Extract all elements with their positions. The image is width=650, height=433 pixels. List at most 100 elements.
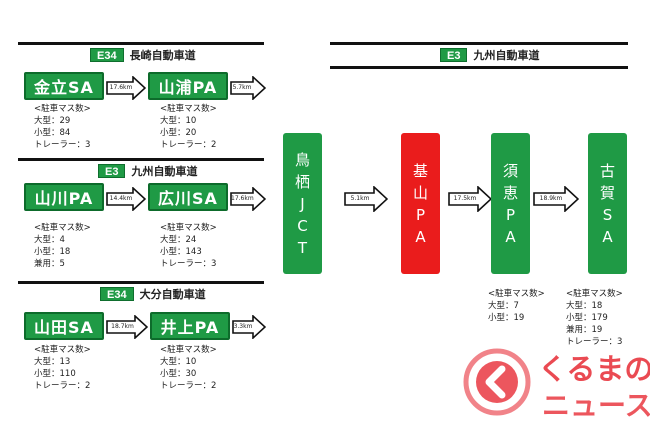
- info-line: 小型：20: [160, 128, 197, 138]
- sign-char: 基: [412, 161, 428, 180]
- route-code: E3: [98, 164, 126, 178]
- route-code: E34: [100, 287, 134, 301]
- info-line: 兼用：5: [34, 259, 65, 269]
- info-line: トレーラー：3: [34, 140, 91, 150]
- info-line: 小型：179: [566, 313, 608, 323]
- route-name: 九州自動車道: [473, 49, 540, 62]
- distance-label: 17.5km: [453, 195, 477, 202]
- arrow-right-6: [232, 315, 266, 339]
- info-line: <駐車マス数>: [34, 223, 91, 233]
- arrow-right-1: [106, 76, 146, 100]
- info-line: <駐車マス数>: [34, 345, 91, 355]
- info-line: <駐車マス数>: [488, 289, 545, 299]
- info-line: 小型：143: [160, 247, 202, 257]
- route-name: 大分自動車道: [139, 288, 206, 301]
- rule-mid-left-1: [18, 158, 264, 161]
- sign-yamaura-pa: 山浦PA: [148, 72, 228, 100]
- sign-char: 須: [502, 161, 518, 180]
- rule-top-right: [330, 42, 628, 45]
- info-line: 大型：29: [34, 116, 71, 126]
- brand-logo-icon: [462, 347, 532, 421]
- sign-char: A: [415, 227, 426, 246]
- info-line: <駐車マス数>: [566, 289, 623, 299]
- sign-char: P: [415, 205, 426, 224]
- route-header-kyushu-left: E3 九州自動車道: [98, 163, 197, 179]
- route-code: E34: [90, 48, 124, 62]
- distance-label: 3.3km: [233, 323, 253, 330]
- info-sue: <駐車マス数> 大型：7 小型：19: [488, 288, 545, 324]
- sign-char: J: [300, 194, 305, 213]
- info-koga: <駐車マス数> 大型：18 小型：179 兼用：19 トレーラー：3: [566, 288, 623, 348]
- info-line: 大型：18: [566, 301, 603, 311]
- sign-char: 栖: [294, 172, 310, 191]
- rule-under-right: [330, 66, 628, 69]
- info-line: <駐車マス数>: [160, 223, 217, 233]
- info-line: 大型：10: [160, 357, 197, 367]
- info-line: <駐車マス数>: [160, 345, 217, 355]
- arrow-right-4: [230, 187, 266, 211]
- route-header-oita: E34 大分自動車道: [100, 286, 206, 302]
- sign-char: 鳥: [294, 150, 310, 169]
- distance-label: 18.7km: [111, 323, 134, 330]
- info-line: 小型：30: [160, 369, 197, 379]
- sign-char: A: [505, 227, 516, 246]
- sign-inoue-pa: 井上PA: [150, 312, 230, 340]
- distance-label: 17.6km: [231, 195, 254, 202]
- sign-yamada-sa: 山田SA: [24, 312, 104, 340]
- route-name: 九州自動車道: [131, 165, 198, 178]
- info-line: トレーラー：3: [566, 337, 623, 347]
- route-header-nagasaki: E34 長崎自動車道: [90, 47, 196, 63]
- sign-yamakawa-pa: 山川PA: [24, 183, 104, 211]
- info-yamakawa: <駐車マス数> 大型：4 小型：18 兼用：5: [34, 222, 91, 270]
- arrow-right-3: [106, 187, 146, 211]
- route-name: 長崎自動車道: [129, 49, 196, 62]
- info-yamaura: <駐車マス数> 大型：10 小型：20 トレーラー：2: [160, 103, 217, 151]
- sign-char: 山: [412, 183, 428, 202]
- sign-char: 古: [599, 161, 615, 180]
- brand-name-line1: くるまの: [538, 352, 650, 386]
- info-line: 小型：19: [488, 313, 525, 323]
- info-line: トレーラー：2: [34, 381, 91, 391]
- info-line: 大型：7: [488, 301, 519, 311]
- sign-char: C: [297, 216, 308, 235]
- info-line: 大型：24: [160, 235, 197, 245]
- info-hirokawa: <駐車マス数> 大型：24 小型：143 トレーラー：3: [160, 222, 217, 270]
- sign-koga-sa: 古 賀 S A: [588, 133, 627, 274]
- arrow-right-2: [230, 76, 266, 100]
- info-line: <駐車マス数>: [160, 104, 217, 114]
- info-yamada: <駐車マス数> 大型：13 小型：110 トレーラー：2: [34, 344, 91, 392]
- sign-hirokawa-sa: 広川SA: [148, 183, 228, 211]
- info-line: 小型：84: [34, 128, 71, 138]
- rule-top-left: [18, 42, 264, 45]
- rule-mid-left-2: [18, 281, 264, 284]
- distance-label: 18.9km: [539, 195, 563, 202]
- info-line: トレーラー：2: [160, 381, 217, 391]
- sign-char: T: [297, 238, 308, 257]
- arrow-right-8: [448, 186, 492, 212]
- distance-label: 17.6km: [109, 84, 133, 91]
- info-line: 兼用：19: [566, 325, 603, 335]
- info-kanatate: <駐車マス数> 大型：29 小型：84 トレーラー：3: [34, 103, 91, 151]
- info-line: トレーラー：3: [160, 259, 217, 269]
- info-line: 大型：10: [160, 116, 197, 126]
- sign-kanatate-sa: 金立SA: [24, 72, 104, 100]
- info-line: 小型：18: [34, 247, 71, 257]
- sign-sue-pa: 須 恵 P A: [491, 133, 530, 274]
- info-inoue: <駐車マス数> 大型：10 小型：30 トレーラー：2: [160, 344, 217, 392]
- sign-char: 恵: [502, 183, 518, 202]
- sign-char: S: [602, 205, 613, 224]
- arrow-right-5: [106, 315, 148, 339]
- distance-label: 14.4km: [109, 195, 133, 202]
- sign-kiyama-pa: 基 山 P A: [401, 133, 440, 274]
- info-line: 大型：4: [34, 235, 65, 245]
- sign-char: A: [602, 227, 613, 246]
- arrow-right-9: [533, 186, 579, 212]
- distance-label: 5.1km: [350, 195, 370, 202]
- sign-char: 賀: [599, 183, 615, 202]
- info-line: トレーラー：2: [160, 140, 217, 150]
- brand-name-line2: ニュース: [542, 389, 650, 422]
- sign-tosu-jct: 鳥 栖 J C T: [283, 133, 322, 274]
- info-line: <駐車マス数>: [34, 104, 91, 114]
- distance-label: 5.7km: [232, 84, 252, 91]
- route-header-kyushu-right: E3 九州自動車道: [440, 47, 539, 63]
